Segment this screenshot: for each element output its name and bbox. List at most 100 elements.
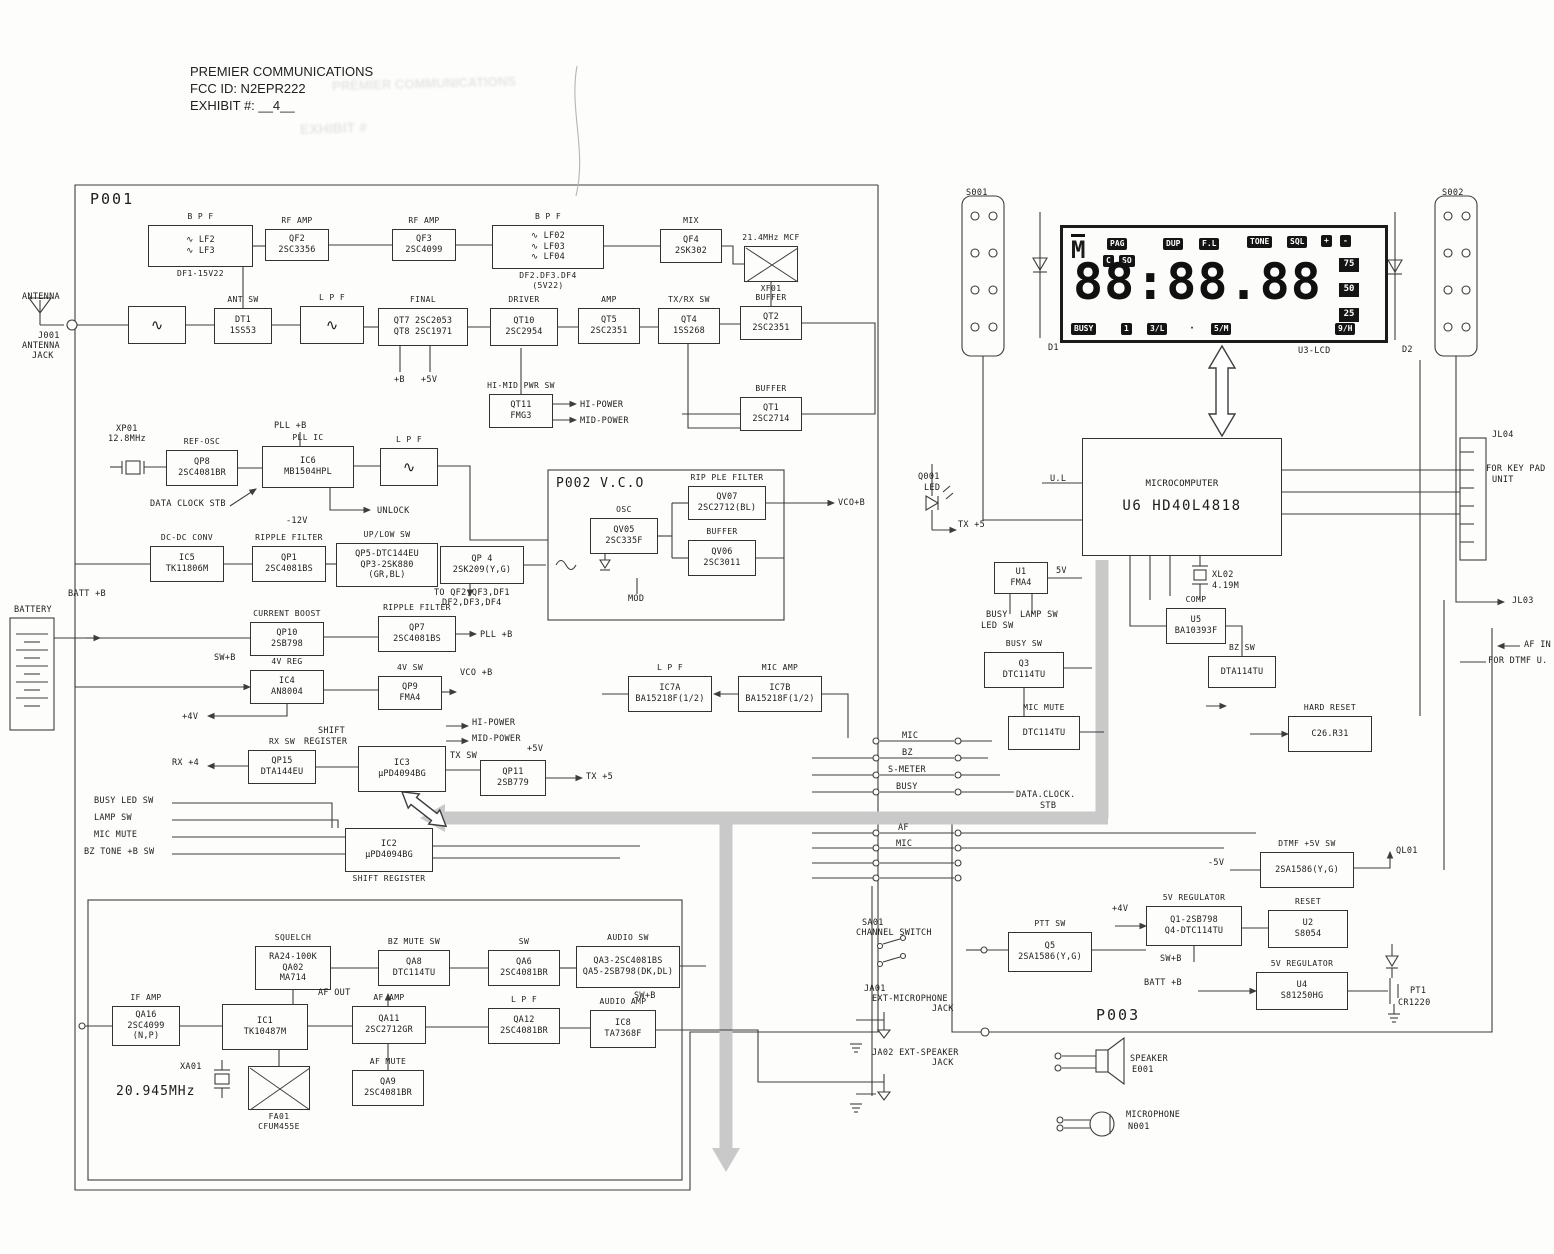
qt4-above-label: TX/RX SW (668, 295, 710, 304)
qt2-label: QT2 (763, 312, 779, 323)
qv06-label: QV06 (711, 547, 733, 558)
diagram-label: PLL +B (274, 421, 307, 431)
qp1-label: 2SC4081BS (265, 564, 313, 574)
qt5-label: QT5 (601, 315, 617, 326)
ic7b-label: BA15218F(1/2) (745, 694, 815, 704)
diagram-label: ANTENNA (22, 341, 60, 351)
crossed-element-icon (249, 1067, 311, 1111)
diagram-label: N001 (1128, 1122, 1150, 1132)
lpf3-above-label: L P F (395, 435, 423, 444)
diagram-label: STB (1040, 801, 1057, 811)
uplow-sw-above-label: UP/LOW SW (363, 530, 411, 539)
squelch-label: QA02 (282, 962, 304, 973)
ic7a-label: IC7A (659, 683, 681, 694)
lf02-lf04-label: ∿ LF03 (531, 241, 565, 252)
qv06-above-label: BUFFER (706, 527, 738, 536)
qt2-label: 2SC2351 (752, 323, 790, 333)
diagram-label: HI-POWER (580, 400, 624, 410)
diagram-label: MICROPHONE (1126, 1110, 1181, 1120)
diagram-label: LED (924, 483, 941, 493)
diagram-label: SW+B (214, 653, 236, 663)
diagram-label: MID-POWER (580, 416, 629, 426)
final-above-label: FINAL (409, 295, 437, 304)
qa9-above-label: AF MUTE (369, 1057, 407, 1066)
qp15-above-label: RX SW (268, 737, 296, 746)
diagram-label: AF (898, 823, 909, 833)
lf2-lf3-block: ∿ LF2∿ LF3 (148, 225, 253, 267)
qv06-label: 2SC3011 (703, 558, 741, 568)
qa12-above-label: L P F (510, 995, 538, 1004)
diagram-label: SHIFT (318, 726, 346, 736)
diagram-label: XA01 (180, 1062, 202, 1072)
diagram-label: U3-LCD (1298, 346, 1331, 356)
qa16-label: (N,P) (132, 1031, 160, 1042)
lcd-minus-flag: - (1340, 235, 1351, 247)
diagram-label: UNLOCK (377, 506, 410, 516)
diagram-label: SPEAKER (1130, 1054, 1168, 1064)
xf01-below-label: XF01 (760, 284, 782, 293)
lcd-display: M PAG C SO DUP F.L TONE SQL + - 88:88.88… (1060, 225, 1388, 343)
lcd-memory-indicator: M (1071, 234, 1086, 264)
qt5-above-label: AMP (601, 295, 617, 304)
diagram-label: +5V (421, 375, 438, 385)
ic8-label: TA7368F (604, 1029, 642, 1039)
u4-above-label: 5V REGULATOR (1270, 959, 1334, 968)
diagram-label: BUSY LED SW (94, 796, 154, 806)
section-p002-label: P002 V.C.O (556, 476, 645, 491)
uplow-sw-label: QP5-DTC144EU (355, 549, 419, 560)
ic6-label: IC6 (300, 456, 316, 467)
qt11-label: FMG3 (510, 411, 532, 421)
qt4-label: QT4 (681, 315, 697, 326)
mic-mute-label: DTC114TU (1022, 727, 1066, 738)
qp4-label: 2SK209(Y,G) (452, 565, 512, 575)
diagram-label: +5V (527, 744, 544, 754)
q3-label: DTC114TU (1002, 670, 1046, 680)
audio-sw-label: QA5-2SB798(DK,DL) (582, 967, 674, 977)
hard-reset-above-label: HARD RESET (1303, 703, 1357, 712)
qf2-label: 2SC3356 (278, 245, 316, 255)
hard-reset-block: C26.R31 (1288, 716, 1372, 752)
filter-symbol-icon: ∿ (402, 457, 416, 476)
lcd-dup-flag: DUP (1163, 238, 1184, 250)
qt4-label: 1SS268 (673, 326, 705, 336)
qt10-above-label: DRIVER (508, 295, 540, 304)
diagram-label: Q001 (918, 472, 940, 482)
qp10-label: 2SB798 (271, 639, 303, 649)
lcd-sql-flag: SQL (1287, 236, 1308, 248)
lcd-75-flag: 75 (1339, 258, 1359, 272)
diagram-label: DF2,DF3,DF4 (442, 598, 502, 608)
uplow-sw-label: QP3-2SK880 (360, 559, 414, 570)
qa8-above-label: BZ MUTE SW (387, 937, 441, 946)
ic4-label: AN8004 (271, 687, 303, 697)
qt11-label: QT11 (510, 400, 532, 411)
qp15-label: DTA144EU (260, 767, 304, 777)
qp7-above-label: RIPPLE FILTER (383, 603, 451, 612)
lcd-so-flag: SO (1119, 255, 1135, 267)
diagram-label: -12V (286, 516, 308, 526)
diagram-label: JA01 (864, 984, 886, 994)
squelch-label: RA24-100K (269, 952, 317, 963)
hard-reset-label: C26.R31 (1311, 728, 1349, 739)
u5-label: BA10393F (1174, 626, 1218, 636)
microcomputer-label: U6 HD40L4818 (1122, 497, 1242, 514)
diagram-label: LAMP SW (1020, 610, 1058, 620)
